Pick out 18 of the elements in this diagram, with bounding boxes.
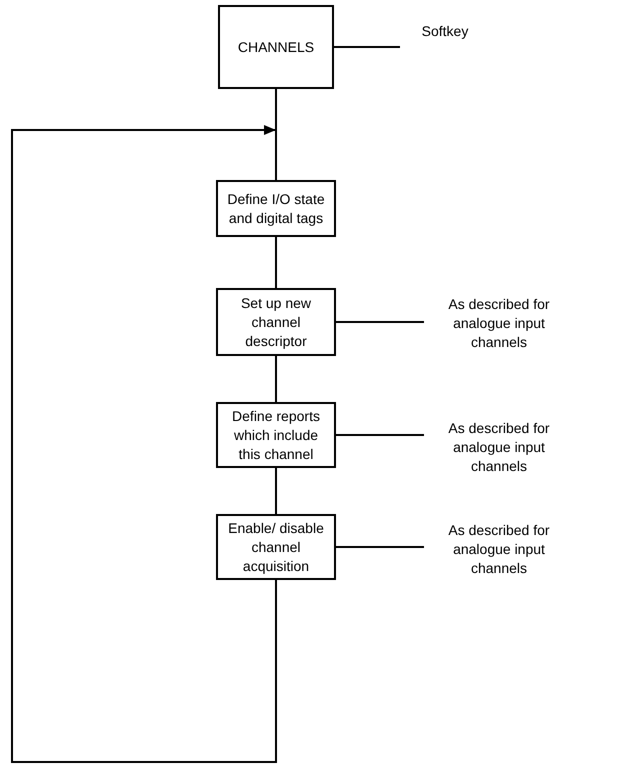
note-text: As described for analogue input channels: [424, 514, 574, 584]
process-box: Define reports which include this channel: [216, 402, 336, 468]
leader-line: [334, 46, 400, 48]
process-box: Set up new channel descriptor: [216, 288, 336, 356]
leader-line: [336, 321, 424, 323]
process-box: Enable/ disable channel acquisition: [216, 514, 336, 580]
connector-line: [275, 237, 277, 288]
note-text: As described for analogue input channels: [424, 412, 574, 482]
connector-line: [275, 89, 277, 180]
connector-line: [275, 356, 277, 402]
leader-line: [336, 546, 424, 548]
note-text: Softkey: [400, 18, 490, 44]
process-box: CHANNELS: [218, 5, 334, 89]
leader-line: [336, 434, 424, 436]
connector-line: [275, 468, 277, 514]
process-box: Define I/O state and digital tags: [216, 180, 336, 237]
note-text: As described for analogue input channels: [424, 288, 574, 358]
loop-arrow: [11, 125, 277, 763]
